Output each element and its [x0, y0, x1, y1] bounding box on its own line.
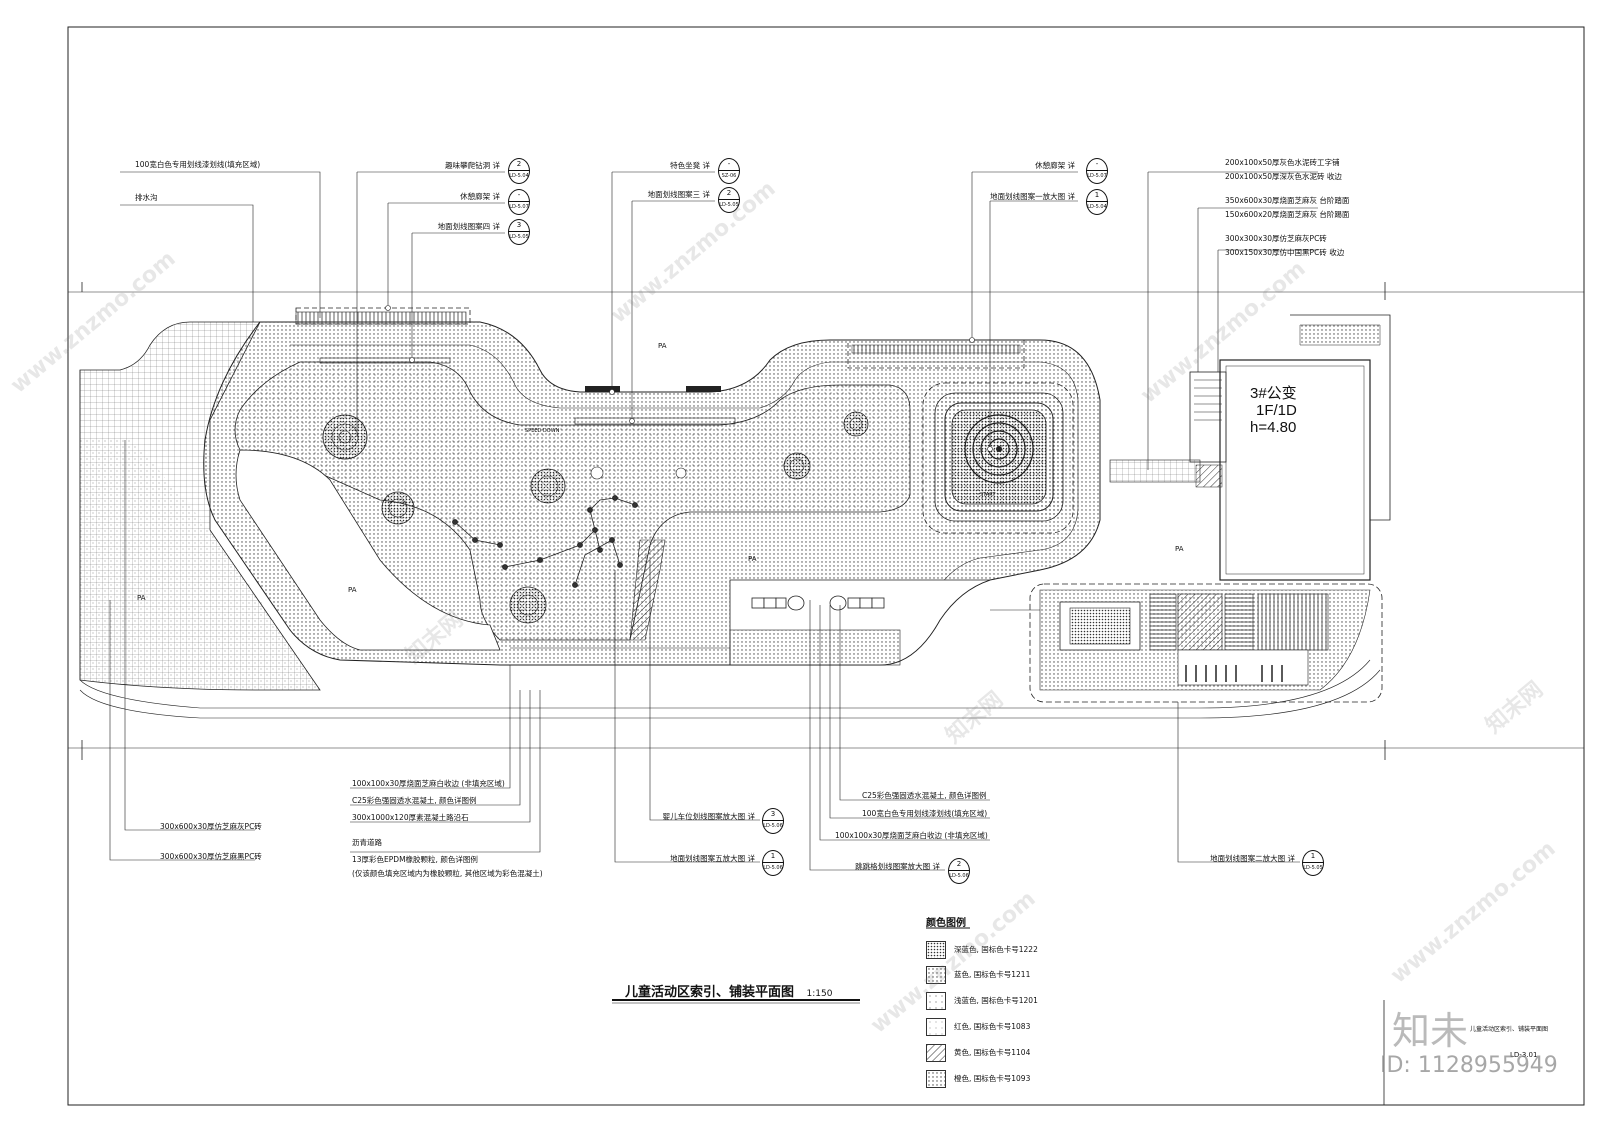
watermark-brand: 知未	[1392, 1009, 1469, 1053]
callout-pattern2-text: 地面划线图案二放大图 详	[1210, 854, 1295, 863]
label-line-paint-2: 100宽白色专用划线漆划线(填充区域)	[862, 809, 988, 818]
label-concrete: C25彩色强固透水混凝土, 颜色详图例	[352, 796, 477, 805]
label-pc-black: 300x600x30厚仿芝麻黑PC砖	[160, 852, 262, 861]
pa-mark: PA	[137, 594, 146, 602]
legend-swatch-orange	[926, 1070, 946, 1088]
pa-mark: PA	[1175, 545, 1184, 553]
callout-pergola-tag: -LD-5.07	[508, 189, 530, 215]
pa-mark: PA	[348, 586, 357, 594]
label-pc-brick-black: 300x150x30厚仿中国黑PC砖 收边	[1225, 248, 1345, 257]
callout-pattern1-text: 地面划线图案一放大图 详	[990, 192, 1075, 201]
callout-pattern5-text: 地面划线图案五放大图 详	[670, 854, 755, 863]
label-pc-grey: 300x600x30厚仿芝麻灰PC砖	[160, 822, 262, 831]
building-label: 3#公变 1F/1D h=4.80	[1250, 385, 1297, 436]
label-epdm-note: (仅该颜色填充区域内为橡胶颗粒, 其他区域为彩色混凝土)	[352, 869, 543, 878]
drawing-title: 儿童活动区索引、铺装平面图 1:150	[625, 981, 832, 1000]
label-cement-brick: 200x100x50厚灰色水泥砖工字铺	[1225, 158, 1340, 167]
label-pc-brick-grey: 300x300x30厚仿芝麻灰PC砖	[1225, 234, 1327, 243]
callout-pergola2-tag: -LD-5.07	[1086, 158, 1108, 184]
titleblock-sheet: LD-3.01	[1510, 1051, 1538, 1059]
watermark-id: ID: 1128955949	[1380, 1053, 1558, 1078]
label-epdm: 13厚彩色EPDM橡胶颗粒, 颜色详图例	[352, 855, 478, 864]
legend-label: 蓝色, 国标色卡号1211	[954, 970, 1031, 979]
legend-swatch-light-blue	[926, 992, 946, 1010]
legend-title: 颜色图例	[926, 918, 966, 929]
callout-stroller-text: 婴儿车位划线图案放大图 详	[662, 812, 755, 821]
callout-bench-text: 特色坐凳 详	[670, 161, 710, 170]
legend-label: 深蓝色, 国标色卡号1222	[954, 945, 1038, 954]
legend-label: 橙色, 国标色卡号1093	[954, 1074, 1031, 1083]
building-height: h=4.80	[1250, 419, 1297, 436]
label-step-riser: 150x600x20厚烧面芝麻灰 台阶踢面	[1225, 210, 1350, 219]
legend-label: 黄色, 国标色卡号1104	[954, 1048, 1031, 1057]
titleblock-name: 儿童活动区索引、铺装平面图	[1470, 1026, 1549, 1033]
speed-down-text: SPEED DOWN	[525, 428, 560, 434]
callout-pattern3-text: 地面划线图案三 详	[647, 190, 710, 199]
callout-pattern4-text: 地面划线图案四 详	[437, 222, 500, 231]
drawing-title-text: 儿童活动区索引、铺装平面图	[625, 985, 795, 1000]
start-text: START	[980, 492, 996, 498]
legend-swatch-red	[926, 1018, 946, 1036]
label-asphalt: 沥青道路	[352, 838, 382, 847]
callout-climb-text: 趣味攀爬钻洞 详	[445, 161, 500, 170]
building-name: 3#公变	[1250, 385, 1297, 402]
legend-swatch-yellow	[926, 1044, 946, 1062]
legend-swatch-dark-blue	[926, 941, 946, 959]
callout-pergola2-text: 休憩廊架 详	[1035, 161, 1075, 170]
legend-swatch-blue	[926, 966, 946, 984]
callout-bench-tag: -SZ-06	[718, 158, 740, 184]
legend-label: 浅蓝色, 国标色卡号1201	[954, 996, 1038, 1005]
pa-mark: PA	[748, 555, 757, 563]
callout-hopscotch-text: 跳跳格划线图案放大图 详	[855, 862, 940, 871]
label-edge-white: 100x100x30厚烧面芝麻白收边 (非填充区域)	[352, 779, 505, 788]
pa-mark: PA	[658, 342, 667, 350]
label-line-paint: 100宽白色专用划线漆划线(填充区域)	[135, 160, 261, 169]
label-dark-cement-edge: 200x100x50厚深灰色水泥砖 收边	[1225, 172, 1342, 181]
label-drain-ditch: 排水沟	[135, 193, 158, 202]
label-concrete-2: C25彩色强固透水混凝土, 颜色详图例	[862, 791, 987, 800]
drawing-scale: 1:150	[806, 989, 833, 999]
legend-label: 红色, 国标色卡号1083	[954, 1022, 1031, 1031]
label-edge-white-2: 100x100x30厚烧面芝麻白收边 (非填充区域)	[835, 831, 988, 840]
label-curb: 300x1000x120厚素混凝土路沿石	[352, 813, 469, 822]
callout-pergola-text: 休憩廊架 详	[460, 192, 500, 201]
building-floors: 1F/1D	[1256, 402, 1297, 419]
label-step-tread: 350x600x30厚烧面芝麻灰 台阶踏面	[1225, 196, 1350, 205]
